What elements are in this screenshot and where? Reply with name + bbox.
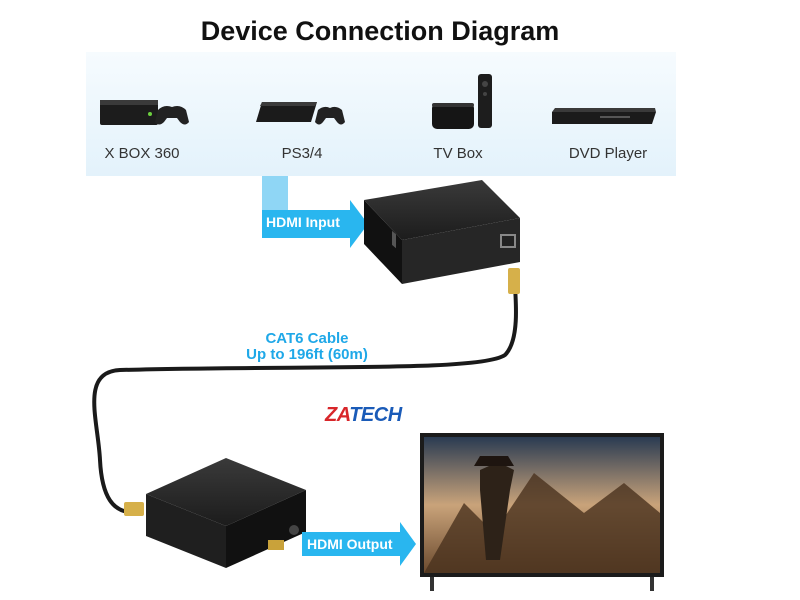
hdmi-input-label: HDMI Input — [266, 214, 340, 230]
hdmi-transmitter-device — [364, 180, 520, 284]
source-label-tv-box: TV Box — [433, 145, 483, 162]
hdmi-receiver-device — [146, 458, 306, 568]
hdmi-output-arrow — [302, 522, 416, 566]
cable-type-label: CAT6 Cable — [265, 330, 349, 347]
source-label-playstation: PS3/4 — [281, 145, 323, 162]
rj45-connector-top — [508, 268, 520, 294]
hdmi-input-arrow — [262, 176, 368, 248]
brand-logo-part1: ZA — [325, 404, 350, 426]
television-display — [420, 433, 664, 591]
rj45-connector-bottom — [124, 502, 144, 516]
brand-logo-part2: TECH — [349, 404, 402, 426]
tv-box-icon — [432, 74, 492, 129]
xbox-console-icon — [100, 100, 189, 125]
brand-logo: ZATECH — [325, 404, 402, 427]
playstation-console-icon — [256, 102, 345, 125]
hdmi-output-label: HDMI Output — [307, 536, 393, 552]
cable-length-label: Up to 196ft (60m) — [246, 346, 368, 363]
source-label-dvd-player: DVD Player — [568, 145, 648, 162]
page-title: Device Connection Diagram — [200, 16, 560, 46]
cat6-cable — [92, 271, 519, 514]
source-label-xbox: X BOX 360 — [104, 145, 180, 162]
dvd-player-icon — [552, 108, 656, 124]
